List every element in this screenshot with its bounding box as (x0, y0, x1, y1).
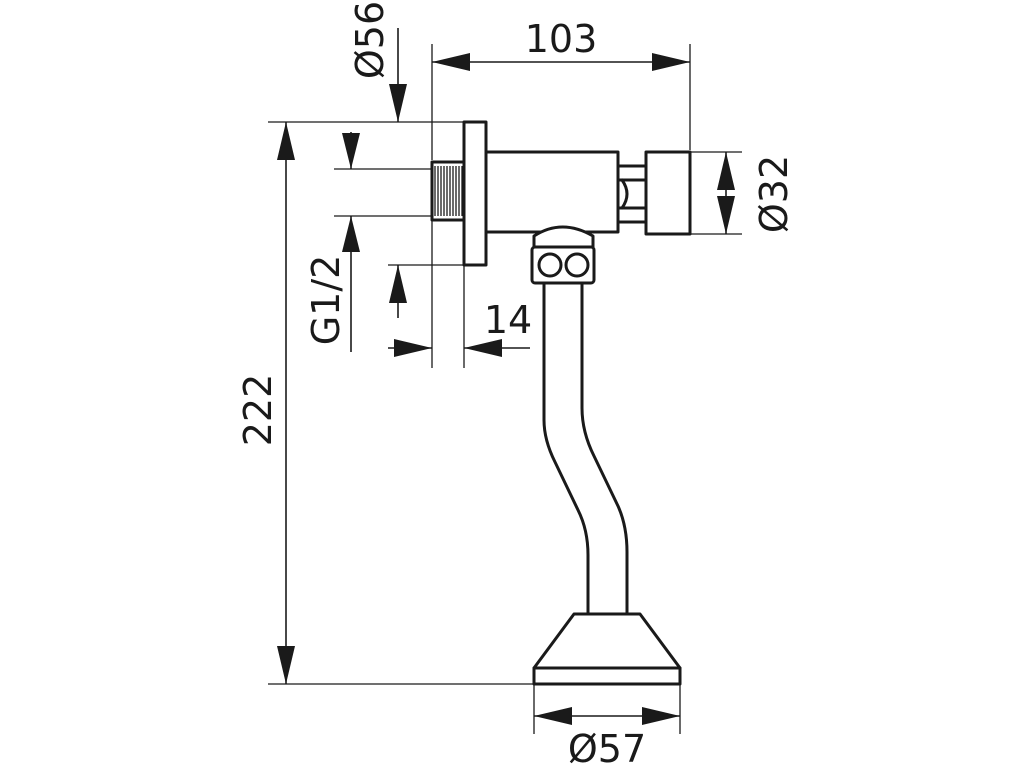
union-nut (530, 245, 596, 285)
dimension-diameter-57: Ø57 (533, 684, 681, 768)
dimension-thread-g12: G1/2 (304, 132, 432, 352)
dimension-height-222: 222 (236, 122, 534, 685)
valve-neck (616, 164, 648, 224)
dimension-diameter-32: Ø32 (690, 151, 796, 235)
dimension-label-103: 103 (525, 17, 598, 61)
outlet-pipe (542, 281, 590, 616)
rosette (532, 612, 682, 670)
dimension-depth-14: 14 (388, 220, 532, 368)
valve-drawing (430, 120, 692, 686)
dimension-diameter-56: Ø56 (268, 1, 464, 318)
valve-body (484, 150, 620, 234)
dimension-label-14: 14 (484, 298, 532, 342)
dimension-label-dia-56: Ø56 (348, 1, 392, 79)
threaded-connector (430, 160, 466, 222)
dimension-label-dia-57: Ø57 (568, 727, 646, 768)
dimension-label-222: 222 (236, 374, 280, 447)
dimension-width-103: 103 (431, 17, 691, 160)
dimension-label-dia-32: Ø32 (752, 155, 796, 233)
outlet-dome (532, 225, 595, 249)
dimension-label-thread: G1/2 (304, 255, 348, 346)
push-button-cap (644, 150, 692, 236)
wall-flange (462, 120, 488, 267)
